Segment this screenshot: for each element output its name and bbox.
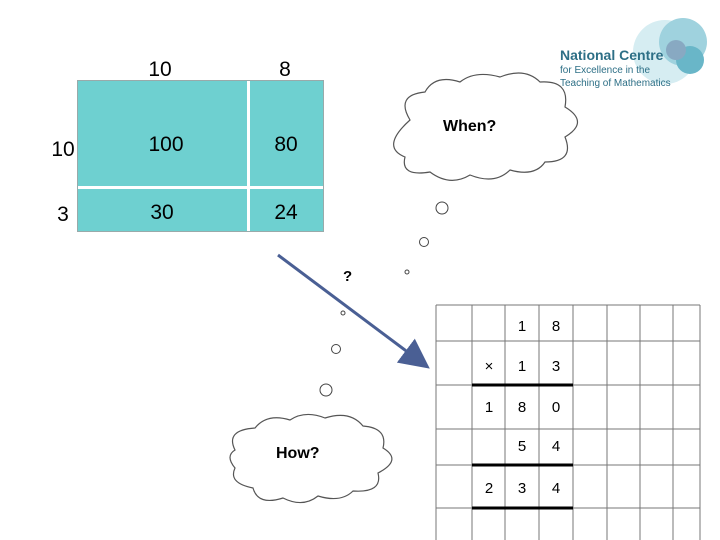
bubble-6 [319,383,333,397]
digit-r3-c3: 0 [551,399,561,416]
bubble-5 [331,344,341,354]
digit-r4-c2: 5 [517,438,527,455]
logo-line-2: for Excellence in the [560,65,651,76]
grid-cell-1-2: 80 [274,133,298,156]
multiplication-grid: 100 80 30 24 [77,80,324,232]
bubble-3 [404,269,410,275]
when-label: When? [443,118,497,135]
how-label: How? [276,445,320,462]
question-mark: ? [343,268,353,285]
digit-r1-c3: 8 [551,318,561,335]
grid-divider-h [78,186,323,189]
grid-cell-1-1: 100 [148,133,184,156]
logo-line-3: Teaching of Mathematics [560,78,671,89]
digit-r2-c1: × [484,358,494,375]
digit-r1-c2: 1 [517,318,527,335]
digit-r5-c2: 3 [517,480,527,497]
row-header-2: 3 [57,203,69,226]
bubble-4 [340,310,346,316]
digit-r3-c2: 8 [517,399,527,416]
conversion-arrow [277,253,430,369]
logo-line-1: National Centre [560,47,664,63]
digit-r3-c1: 1 [484,399,494,416]
digit-r5-c1: 2 [484,480,494,497]
grid-cell-2-1: 30 [150,201,174,224]
bubble-2 [419,237,429,247]
digit-r4-c3: 4 [551,438,561,455]
top-thought-cloud [393,72,579,181]
grid-cell-2-2: 24 [274,201,298,224]
ncetm-logo: National Centre for Excellence in the Te… [550,10,720,90]
digit-r2-c2: 1 [517,358,527,375]
digit-r2-c3: 3 [551,358,561,375]
logo-circles-icon [633,18,707,84]
col-header-1: 10 [148,58,172,81]
bottom-thought-cloud [229,413,393,504]
digit-r5-c3: 4 [551,480,561,497]
col-header-2: 8 [279,58,291,81]
grid-divider-v [247,81,250,231]
row-header-1: 10 [51,138,75,161]
bubble-1 [435,201,449,215]
